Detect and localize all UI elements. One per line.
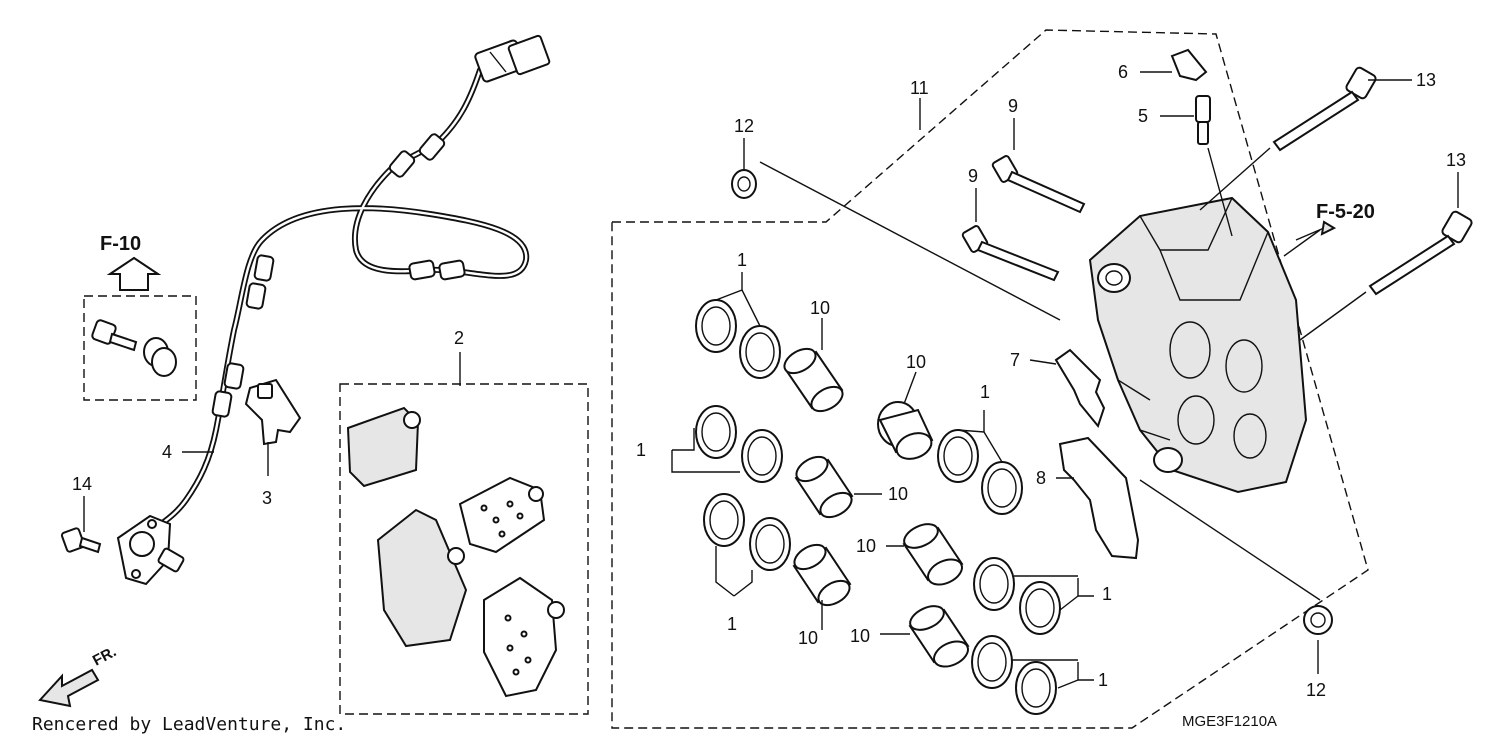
callout: 5 [1138, 106, 1148, 126]
callout: 1 [727, 614, 737, 634]
up-arrow-icon [106, 256, 162, 291]
callout: 14 [72, 474, 92, 494]
callout: 2 [454, 328, 464, 348]
callout: 4 [162, 442, 172, 462]
callout: 3 [262, 488, 272, 508]
wheel-speed-sensor[interactable] [116, 34, 551, 586]
callout: 7 [1010, 350, 1020, 370]
piston [792, 543, 852, 607]
brake-pad-top [346, 406, 421, 488]
frame-ref-grommet [143, 337, 177, 377]
callout: 1 [737, 250, 747, 270]
callout: 1 [636, 440, 646, 460]
mounting-bolt-top[interactable] [1272, 66, 1377, 152]
fork-reference-label[interactable]: F-5-20 [1316, 201, 1375, 223]
callout: 10 [888, 484, 908, 504]
frame-reference-label[interactable]: F-10 [100, 233, 141, 255]
brake-pad-middle-left [376, 508, 468, 648]
piston [783, 347, 844, 413]
credit-line: Rencered by LeadVenture, Inc. [32, 714, 346, 735]
piston [902, 523, 964, 586]
diagram-code: MGE3F1210A [1182, 713, 1277, 730]
pad-spring[interactable] [1054, 348, 1106, 429]
frame-ref-bolt [91, 319, 138, 352]
callout: 1 [1098, 670, 1108, 690]
callout-labels: 1 1 1 1 1 1 2 3 4 5 6 7 8 9 9 10 10 10 1… [72, 62, 1466, 700]
sensor-bolt[interactable] [60, 527, 102, 554]
callout: 10 [856, 536, 876, 556]
pad-pins[interactable] [961, 155, 1086, 282]
bleeder-valve[interactable] [1195, 95, 1211, 145]
caliper-body[interactable] [1088, 196, 1308, 494]
callout: 12 [734, 116, 754, 136]
brake-pad-bottom-right [483, 576, 565, 698]
callout: 12 [1306, 680, 1326, 700]
callout: 8 [1036, 468, 1046, 488]
brake-pad-set[interactable] [346, 406, 565, 698]
frame-ref-outline [83, 295, 197, 401]
callout: 9 [968, 166, 978, 186]
collar-top[interactable] [731, 169, 757, 199]
front-direction-label: FR. [90, 643, 119, 669]
brake-pad-middle-right [458, 476, 546, 554]
piston [877, 401, 934, 460]
wire-grommets [211, 133, 466, 418]
seal-rings[interactable] [695, 299, 1061, 715]
caliper-pistons[interactable] [780, 344, 972, 672]
piston [908, 605, 970, 668]
callout: 9 [1008, 96, 1018, 116]
leader-lines [83, 71, 1459, 689]
mounting-bolt-right[interactable] [1368, 210, 1473, 296]
callout: 1 [1102, 584, 1112, 604]
callout: 13 [1416, 70, 1436, 90]
callout: 13 [1446, 150, 1466, 170]
bleeder-cap[interactable] [1170, 48, 1208, 82]
callout: 10 [810, 298, 830, 318]
sensor-stay[interactable] [244, 378, 302, 446]
pad-retainer[interactable] [1058, 436, 1140, 560]
piston [794, 455, 854, 519]
callout: 10 [850, 626, 870, 646]
callout: 10 [798, 628, 818, 648]
sensor-head [116, 514, 185, 586]
callout: 10 [906, 352, 926, 372]
front-direction-arrow [38, 668, 100, 708]
collar-bottom[interactable] [1303, 605, 1333, 635]
callout: 6 [1118, 62, 1128, 82]
sensor-connector [474, 34, 551, 83]
pad-set-outline [339, 383, 589, 715]
callout: 1 [980, 382, 990, 402]
callout: 11 [910, 78, 929, 98]
